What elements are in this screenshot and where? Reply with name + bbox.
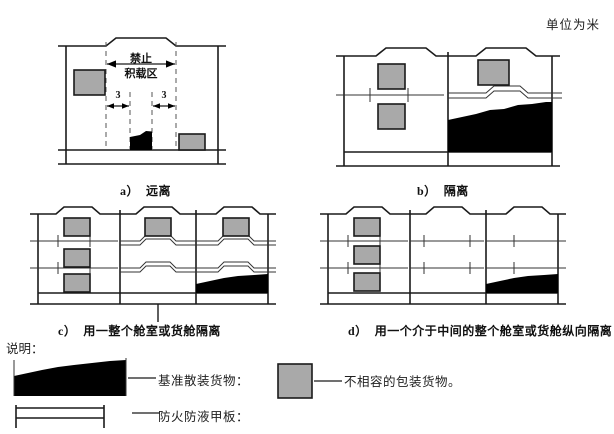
caption-panel-d: d） 用一个介于中间的整个舱室或货舱纵向隔离 xyxy=(348,322,612,339)
incompatible-package-box xyxy=(144,217,172,237)
panel-b-diagram xyxy=(334,38,564,178)
caption-label-b: b） xyxy=(417,184,437,198)
incompatible-package-box xyxy=(63,273,91,293)
incompatible-package-box xyxy=(63,248,91,268)
panel-a-diagram: 禁止 积载区 3 3 xyxy=(48,37,268,178)
caption-panel-a: a） 远离 xyxy=(120,182,171,199)
incompatible-package-shape xyxy=(277,363,313,399)
incompatible-package-box xyxy=(73,69,106,96)
bulk-cargo-heap xyxy=(486,274,558,293)
legend-label-deck: 防火防液甲板： xyxy=(158,410,250,424)
dimension-right-label: 3 xyxy=(162,90,167,101)
incompatible-package-box xyxy=(353,245,381,265)
caption-text-c: 用一整个舱室或货舱隔离 xyxy=(83,324,221,338)
unit-note: 单位为米 xyxy=(545,18,600,32)
caption-label-c: c） xyxy=(58,324,77,338)
incompatible-package-box xyxy=(63,217,91,237)
incompatible-package-box xyxy=(477,59,510,86)
incompatible-package-box xyxy=(353,217,381,237)
bulk-cargo-heap xyxy=(130,131,152,150)
legend-package-swatch xyxy=(276,360,396,406)
bulk-cargo-heap xyxy=(196,274,268,293)
incompatible-package-box xyxy=(377,103,406,130)
caption-text-d: 用一个介于中间的整个舱室或货舱纵向隔离 xyxy=(374,324,613,338)
bulk-cargo-shape xyxy=(14,360,126,396)
panel-d-diagram xyxy=(318,200,568,312)
legend-title: 说明： xyxy=(6,342,44,356)
zone-label-line2: 积载区 xyxy=(125,66,158,80)
incompatible-package-box xyxy=(222,217,250,237)
incompatible-package-box xyxy=(178,133,206,151)
caption-text-b: 隔离 xyxy=(443,184,469,198)
legend-deck-swatch xyxy=(14,404,204,432)
bulk-cargo-heap xyxy=(448,102,552,152)
incompatible-package-box xyxy=(353,272,381,292)
caption-panel-b: b） 隔离 xyxy=(417,182,469,199)
caption-label-a: a） xyxy=(120,184,140,198)
caption-label-d: d） xyxy=(348,324,368,338)
legend-label-package: 不相容的包装货物。 xyxy=(344,375,462,389)
panel-c-diagram xyxy=(28,200,278,322)
incompatible-package-box xyxy=(377,63,406,90)
dimension-left-label: 3 xyxy=(116,90,121,101)
legend-bulk-cargo-swatch xyxy=(13,358,204,400)
caption-panel-c: c） 用一整个舱室或货舱隔离 xyxy=(58,322,221,339)
zone-label-line1: 禁止 xyxy=(130,51,152,65)
legend-label-bulk-cargo: 基准散装货物： xyxy=(158,374,250,388)
caption-text-a: 远离 xyxy=(146,184,172,198)
